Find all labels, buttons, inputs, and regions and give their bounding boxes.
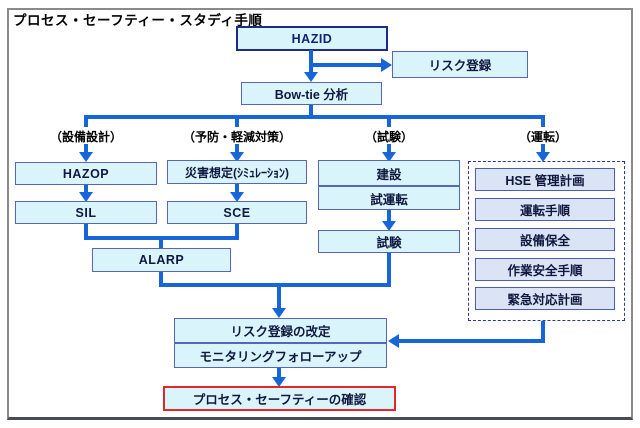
node-work-safety-procedure: 作業安全手順 [475,258,615,281]
branch-stub-operation [541,115,545,127]
node-test: 試験 [318,230,460,253]
connector-to-alarp [159,236,163,248]
branch-rail [84,115,545,119]
branch-label-prevention-mitigation: （予防・軽減対策） [182,130,292,144]
node-construction: 建設 [318,160,460,186]
node-commissioning: 試運転 [318,186,460,210]
node-emergency-response-plan: 緊急対応計画 [475,287,615,310]
arrowhead-to-bowtie [304,72,318,82]
branch-label-operation: （運転） [518,130,568,144]
arrowhead-to-operation-group [536,152,550,162]
node-hazid: HAZID [236,26,388,51]
node-sce: SCE [167,201,307,224]
connector-operation-down [541,144,545,152]
arrowhead-to-hazop [79,152,93,162]
diagram-outer-frame [7,8,633,420]
connector-bowtie-down [309,105,313,117]
connector-sce-down [235,224,239,240]
connector-alarp-down [159,272,163,287]
operation-group-container [468,161,625,321]
connector-prevention-down [235,144,239,152]
node-alarp: ALARP [92,248,231,272]
node-disaster-simulation: 災害想定(ｼﾐｭﾚｰｼｮﾝ) [167,160,307,184]
node-sil: SIL [15,201,157,224]
diagram-title: プロセス・セーフティー・スタディ手順 [13,13,263,28]
branch-stub-testing [387,115,391,127]
arrowhead-to-test [382,221,396,231]
node-risk-register-revision: リスク登録の改定 [174,318,387,343]
branch-label-equipment-design: （設備設計） [49,130,123,144]
arrowhead-to-sce [230,192,244,202]
arrowhead-to-construction [382,152,396,162]
branch-label-testing: （試験） [364,130,414,144]
connector-join-revision [159,283,391,287]
node-bowtie-analysis: Bow-tie 分析 [241,82,382,105]
node-process-safety-confirmation: プロセス・セーフティーの確認 [163,386,396,411]
connector-commissioning-test [387,210,391,221]
connector-sil-down [84,224,88,240]
connector-group-down [541,321,545,343]
connector-test-down [387,253,391,287]
arrowhead-to-disaster [230,152,244,162]
node-risk-register: リスク登録 [392,51,528,78]
node-operation-procedure: 運転手順 [475,198,615,221]
node-hazop: HAZOP [15,162,157,185]
connector-to-revision [277,283,281,308]
arrowhead-to-revision [272,308,286,318]
connector-hazop-sil [84,185,88,192]
arrowhead-to-sil [79,192,93,202]
branch-stub-prevention [235,115,239,127]
branch-stub-design [84,115,88,127]
arrowhead-to-confirmation [272,377,286,387]
connector-design-down [84,144,88,152]
arrowhead-to-risk-register [381,58,392,72]
node-monitoring-followup: モニタリングフォローアップ [174,343,387,368]
arrowhead-to-revision-right [388,334,399,348]
connector-testing-down [387,144,391,152]
connector-group-left [399,339,545,343]
connector-monitoring-down [277,368,281,377]
node-hse-management-plan: HSE 管理計画 [475,168,615,191]
connector-hazid-to-risk-register [311,63,381,67]
node-facility-maintenance: 設備保全 [475,228,615,251]
connector-disaster-sce [235,184,239,192]
connector-hazid-down [309,50,313,72]
